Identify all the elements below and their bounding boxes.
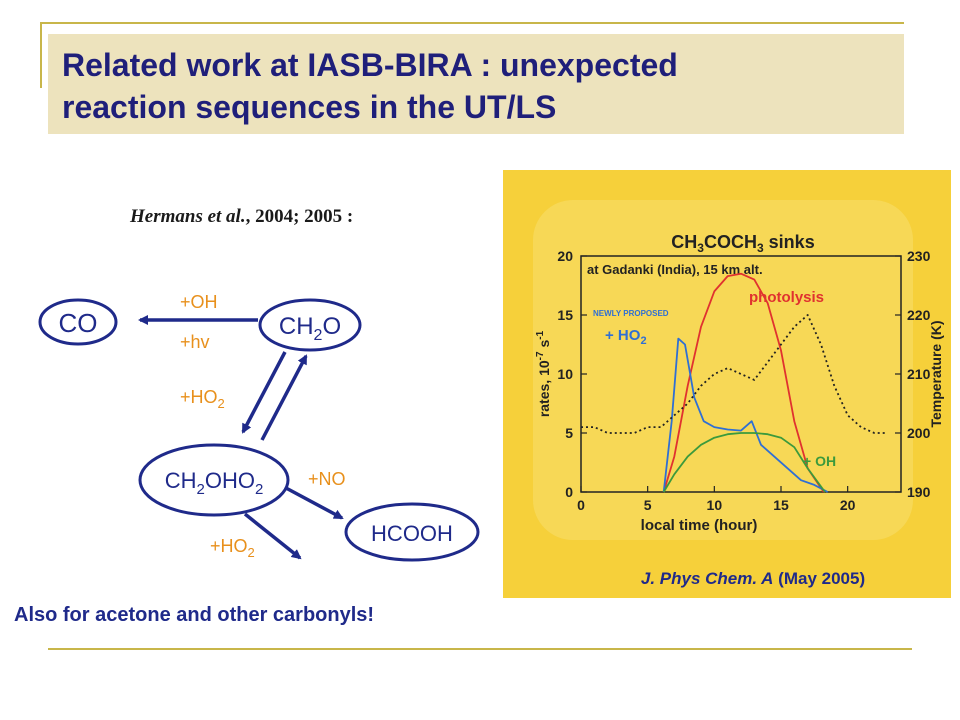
acetone-sinks-figure: CH3COCH3 sinks at Gadanki (India), 15 km…	[503, 170, 951, 598]
y-tick-label: 20	[557, 248, 573, 264]
arrow-ch2oho2-down	[243, 512, 302, 560]
x-tick-label: 10	[707, 497, 723, 513]
x-tick-label: 5	[644, 497, 652, 513]
label-ho2: + HO2	[605, 327, 647, 347]
node-ch2oho2	[138, 443, 290, 517]
x-tick-label: 0	[577, 497, 585, 513]
y2-tick-label: 230	[907, 248, 931, 264]
series-line-photolysis	[662, 272, 825, 493]
node-hcooh-label: HCOOH	[371, 521, 453, 546]
node-ch2o	[258, 298, 362, 352]
y2-tick-label: 200	[907, 425, 931, 441]
y2-tick-label: 210	[907, 366, 931, 382]
bottom-rule	[48, 648, 912, 650]
figure-caption: J. Phys Chem. A (May 2005)	[641, 569, 865, 588]
figure-background	[503, 170, 951, 598]
arrow-ch2oho2-to-hcooh	[285, 486, 344, 520]
arrow-ch2oho2-to-ch2o	[260, 354, 308, 441]
x-tick-label: 15	[773, 497, 789, 513]
x-tick-label: 20	[840, 497, 856, 513]
label-plus-oh: +OH	[180, 292, 218, 312]
label-photolysis: photolysis	[749, 289, 824, 306]
label-plus-no: +NO	[308, 469, 346, 489]
x-axis-label: local time (hour)	[641, 517, 758, 534]
series-line-ho2	[662, 337, 829, 493]
node-co	[38, 298, 118, 346]
citation-authors: Hermans et al.	[130, 206, 246, 227]
y2-axis-label: Temperature (K)	[928, 320, 944, 427]
y-tick-label: 10	[557, 366, 573, 382]
y-tick-label: 0	[565, 484, 573, 500]
y2-tick-label: 190	[907, 484, 931, 500]
node-co-label: CO	[59, 308, 98, 338]
citation-years: , 2004; 2005 :	[245, 206, 354, 227]
citation: Hermans et al., 2004; 2005 :	[130, 206, 353, 228]
y2-tick-label: 220	[907, 307, 931, 323]
data-lines	[581, 272, 888, 493]
label-plus-ho2-down: +HO2	[210, 536, 255, 560]
label-oh: + OH	[803, 453, 836, 469]
bottom-note: Also for acetone and other carbonyls!	[14, 604, 375, 626]
label-newly-proposed: NEWLY PROPOSED	[593, 309, 669, 318]
label-plus-ho2-up: +HO2	[180, 387, 225, 411]
node-hcooh	[344, 502, 480, 562]
node-ch2o-label: CH2O	[279, 313, 341, 344]
series-line-oh	[662, 432, 826, 493]
y-axis-label: rates, 10-7 s-1	[535, 330, 552, 417]
arrow-ch2o-to-ch2oho2	[241, 351, 287, 434]
node-ch2oho2-label: CH2OHO2	[165, 468, 264, 498]
label-plus-hv: +hv	[180, 332, 210, 352]
reaction-scheme: CO CH2O CH2OHO2 HCOOH +OH +hv +HO2 +NO +…	[38, 292, 480, 562]
y-tick-label: 5	[565, 425, 573, 441]
figure-title: CH3COCH3 sinks	[671, 232, 814, 255]
slide-title-line-2: reaction sequences in the UT/LS	[62, 89, 557, 125]
y-tick-label: 15	[557, 307, 573, 323]
figure-subtitle: at Gadanki (India), 15 km alt.	[587, 262, 763, 277]
slide-title-line-1: Related work at IASB-BIRA : unexpected	[62, 47, 678, 83]
figure-glow	[533, 200, 913, 540]
title-box: Related work at IASB-BIRA : unexpected r…	[48, 34, 904, 134]
left-rule	[40, 22, 42, 88]
top-rule	[40, 22, 904, 24]
